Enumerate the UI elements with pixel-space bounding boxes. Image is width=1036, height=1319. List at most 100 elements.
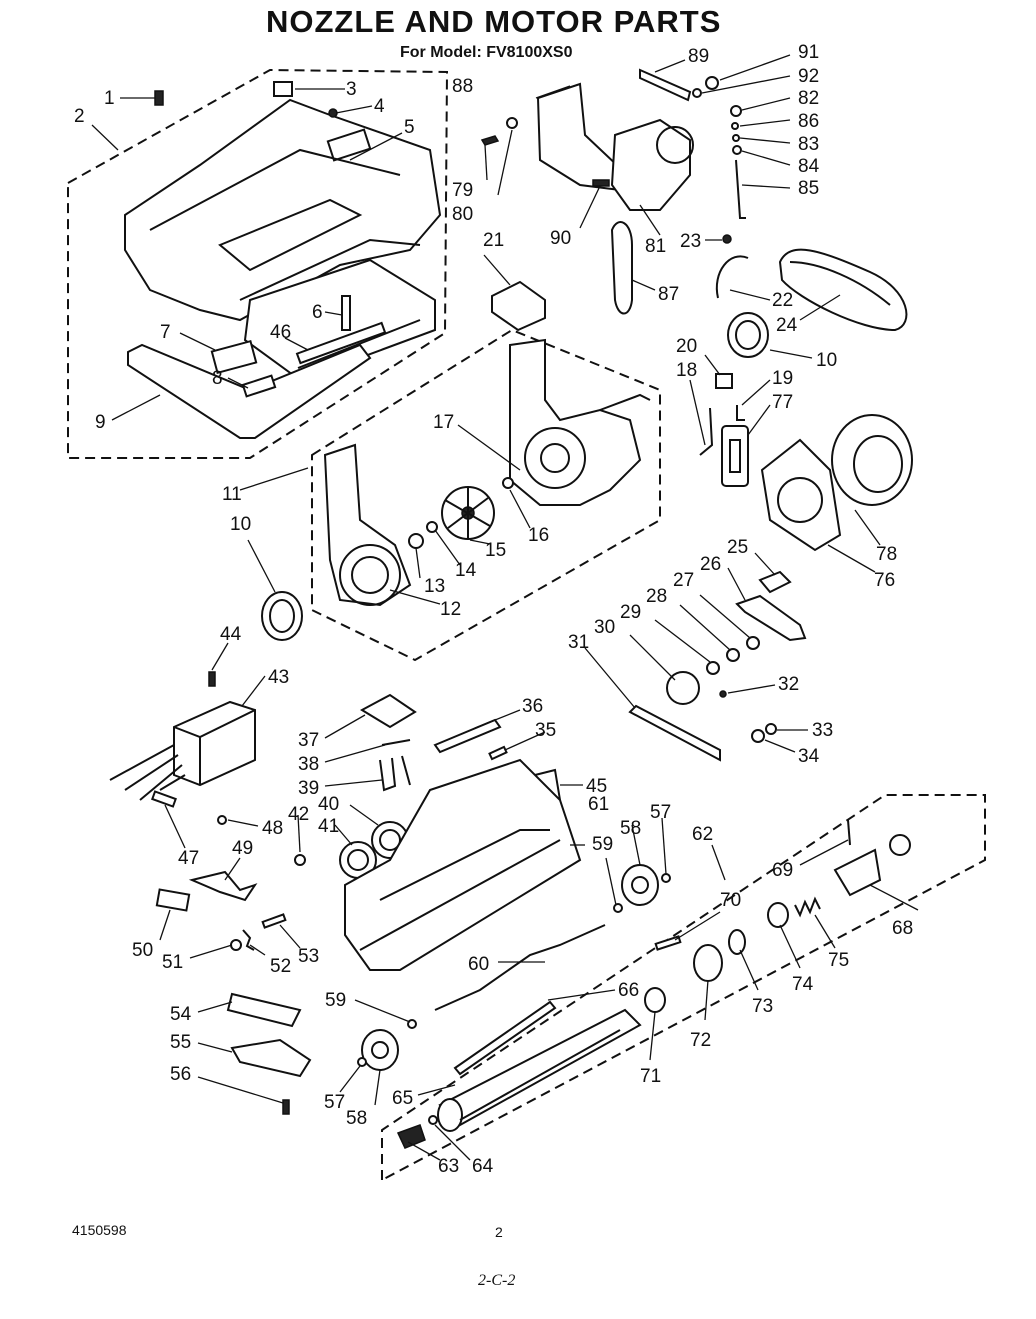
- part-34-nut: [751, 729, 765, 743]
- part-37-pad: [359, 693, 417, 729]
- label-part-29: 29: [620, 602, 641, 623]
- label-part-64: 64: [472, 1156, 494, 1177]
- label-part-30: 30: [594, 617, 615, 638]
- part-32-screw: [719, 690, 727, 698]
- label-part-78: 78: [876, 544, 897, 565]
- label-part-74: 74: [792, 974, 814, 995]
- label-part-44: 44: [220, 624, 242, 645]
- part-77-filter: [721, 425, 749, 487]
- label-part-59-lower: 59: [325, 990, 346, 1011]
- label-part-70: 70: [720, 890, 741, 911]
- label-part-9: 9: [95, 412, 106, 433]
- label-part-11: 11: [222, 484, 242, 505]
- part-87-belt: [610, 221, 633, 315]
- label-part-61: 61: [588, 794, 609, 815]
- label-part-10-lower: 10: [230, 514, 251, 535]
- label-part-31: 31: [568, 632, 589, 653]
- label-part-6: 6: [312, 302, 323, 323]
- part-48-grommet: [217, 815, 227, 825]
- part-90-screw: [592, 179, 610, 187]
- label-part-52: 52: [270, 956, 291, 977]
- part-26-arm: [735, 594, 807, 642]
- part-39-bracket: [379, 755, 411, 792]
- part-7-pad: [210, 339, 258, 375]
- part-42-nut: [294, 854, 306, 866]
- label-part-23: 23: [680, 231, 701, 252]
- label-part-18: 18: [676, 360, 697, 381]
- label-part-83: 83: [798, 134, 819, 155]
- label-part-53: 53: [298, 946, 319, 967]
- motor: [509, 338, 651, 506]
- label-part-90: 90: [550, 228, 571, 249]
- part-65-brushroll: [437, 1008, 642, 1132]
- part-6-pin: [341, 295, 351, 331]
- part-76-fan-cover: [760, 438, 842, 552]
- label-part-43: 43: [268, 667, 289, 688]
- document-number: 4150598: [72, 1222, 127, 1238]
- label-part-42: 42: [288, 804, 309, 825]
- label-part-91: 91: [798, 42, 819, 63]
- label-part-59-upper: 59: [592, 834, 613, 855]
- part-78-gasket: [831, 414, 913, 506]
- part-54-plate: [226, 992, 302, 1028]
- part-72-pulley: [693, 944, 723, 982]
- part-21-exhaust-port: [491, 280, 546, 332]
- page-title: NOZZLE AND MOTOR PARTS: [266, 4, 722, 39]
- label-part-87: 87: [658, 284, 679, 305]
- part-81-gear-assembly: [610, 118, 694, 211]
- label-part-25: 25: [727, 537, 748, 558]
- label-part-92: 92: [798, 66, 819, 87]
- label-part-13: 13: [424, 576, 445, 597]
- sheet-code: 2-C-2: [478, 1272, 516, 1289]
- part-47-connector: [151, 790, 177, 808]
- label-part-15: 15: [485, 540, 506, 561]
- part-44-screw: [208, 671, 216, 687]
- label-part-72: 72: [690, 1030, 711, 1051]
- part-53-pin: [261, 913, 287, 929]
- part-49-lever: [188, 870, 258, 902]
- part-24-belt: [778, 248, 908, 332]
- part-88-bracket: [536, 82, 621, 192]
- part-82-cap: [730, 105, 742, 117]
- label-part-38: 38: [298, 754, 319, 775]
- part-31-shaft: [628, 704, 721, 762]
- part-58-wheel-upper: [621, 864, 659, 906]
- label-part-8: 8: [212, 368, 223, 389]
- page-number: 2: [495, 1224, 503, 1240]
- part-27-washer: [746, 636, 760, 650]
- label-part-50: 50: [132, 940, 153, 961]
- part-1-screw: [154, 90, 164, 106]
- label-part-62: 62: [692, 824, 713, 845]
- label-part-14: 14: [455, 560, 477, 581]
- part-71-bearing: [644, 987, 666, 1013]
- label-part-20: 20: [676, 336, 697, 357]
- label-part-27: 27: [673, 570, 694, 591]
- part-60-axle: [434, 924, 606, 1011]
- part-84-washer: [732, 145, 742, 155]
- part-19-clip: [736, 405, 745, 421]
- label-part-80: 80: [452, 204, 473, 225]
- label-part-33: 33: [812, 720, 833, 741]
- hood-assembly-group-box: [67, 68, 449, 459]
- part-13-nut: [408, 533, 424, 549]
- label-part-47: 47: [178, 848, 199, 869]
- model-subtitle: For Model: FV8100XS0: [400, 44, 573, 61]
- label-part-57-upper: 57: [650, 802, 671, 823]
- part-75-spring: [794, 896, 821, 918]
- hood-cover: [124, 98, 442, 322]
- label-part-66: 66: [618, 980, 639, 1001]
- label-part-65: 65: [392, 1088, 413, 1109]
- label-part-2: 2: [74, 106, 85, 127]
- label-part-32: 32: [778, 674, 799, 695]
- label-part-82: 82: [798, 88, 819, 109]
- label-part-79: 79: [452, 180, 473, 201]
- label-part-81: 81: [645, 236, 666, 257]
- part-74-bearing: [767, 902, 789, 928]
- label-part-89: 89: [688, 46, 709, 67]
- part-73-washer: [728, 929, 746, 955]
- part-36-strip: [433, 718, 502, 754]
- part-29-washer: [706, 661, 720, 675]
- label-part-12: 12: [440, 599, 461, 620]
- label-part-63: 63: [438, 1156, 459, 1177]
